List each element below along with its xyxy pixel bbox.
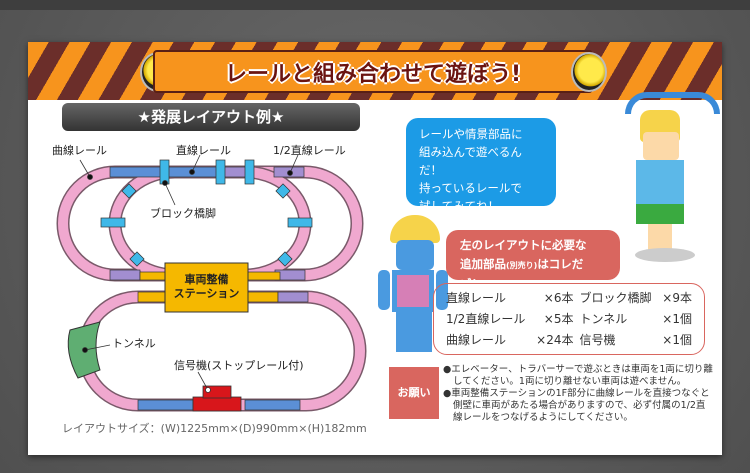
pier-icon [275, 183, 291, 199]
bubble-line: 組み込んで遊べるんだ！ [419, 145, 522, 177]
part-name: トンネル [579, 312, 628, 326]
part-name: ブロック橋脚 [579, 291, 652, 305]
block-piers [100, 159, 313, 267]
parts-list: 直線レール ×6本 ブロック橋脚 ×9本 1/2直線レール ×5本 トンネル ×1個 曲… [433, 283, 705, 355]
straight-rail [137, 399, 194, 411]
pier-icon [215, 159, 226, 185]
half-straight-rail [277, 291, 309, 303]
straight-rail [109, 166, 169, 178]
part-name: 1/2直線レール [446, 312, 526, 326]
bubble-text: 追加部品 [460, 257, 506, 271]
bubble-line: レールや情景部品に [419, 127, 523, 141]
pier-icon [129, 251, 145, 267]
station-block [164, 262, 249, 313]
layout-size: レイアウトサイズ：(W)1225mm×(D)990mm×(H)182mm [62, 422, 367, 435]
bubble-line: 試してみてね！ [419, 199, 500, 213]
signal-icon [192, 396, 242, 412]
label-block-pier: ブロック橋脚 [150, 207, 216, 220]
label-curve-rail: 曲線レール [52, 144, 107, 157]
part-name: 直線レール [446, 291, 507, 305]
held-rail-icon [625, 92, 720, 114]
part-qty: ×1個 [662, 333, 692, 347]
banner-title: レールと組み合わせて遊ぼう! [224, 61, 522, 87]
bubble-text: はコレだゾ！ [460, 257, 584, 291]
pier-icon [100, 217, 126, 228]
notice-item: ●エレベーター、トラバーサーで遊ぶときは車両を1両に切り離してください。1両に切… [443, 364, 713, 387]
top-bar [0, 0, 750, 10]
banner-title-bar: レールと組み合わせて遊ぼう! [153, 50, 593, 93]
station-label-line: 車両整備 [184, 273, 229, 286]
speech-bubble-blue: レールや情景部品に 組み込んで遊べるんだ！ 持っているレールで 試してみてね！ [406, 118, 556, 213]
station-label-line: ステーション [173, 287, 240, 300]
layout-subtitle: ★発展レイアウト例★ [62, 103, 360, 131]
bubble-line: 持っているレールで [419, 181, 522, 195]
part-qty: ×6本 [543, 291, 574, 305]
part-name: 信号機 [579, 333, 616, 347]
pier-icon [244, 159, 255, 185]
straight-rail [167, 166, 224, 178]
label-signal: 信号機(ストップレール付) [174, 359, 304, 372]
part-qty: ×5本 [543, 312, 574, 326]
bubble-line: 左のレイアウトに必要な [460, 238, 587, 252]
label-station: 車両整備 ステーション [165, 273, 248, 301]
bubble-line: 追加部品(別売り)はコレだゾ！ [460, 255, 606, 294]
notice-label: お願い [389, 367, 439, 419]
part-qty: ×24本 [536, 333, 574, 347]
label-half-straight-rail: 1/2直線レール [273, 144, 346, 157]
label-tunnel: トンネル [112, 337, 156, 350]
notice-list: ●エレベーター、トラバーサーで遊ぶときは車両を1両に切り離してください。1両に切… [443, 364, 713, 424]
part-qty: ×9本 [662, 291, 692, 305]
part-name: 曲線レール [446, 333, 507, 347]
pier-icon [277, 251, 293, 267]
pier-icon [287, 217, 313, 228]
straight-rail [244, 399, 301, 411]
notice-item: ●車両整備ステーションの1F部分に曲線レールを直接つなぐと側壁に車両があたる場合… [443, 388, 710, 423]
part-qty: ×1個 [662, 312, 692, 326]
bubble-text-small: (別売り) [506, 261, 538, 270]
label-straight-rail: 直線レール [176, 144, 231, 157]
speech-bubble-red: 左のレイアウトに必要な 追加部品(別売り)はコレだゾ！ [446, 230, 620, 291]
half-straight-rail [109, 269, 141, 281]
pier-icon [121, 183, 137, 199]
lamp-icon [571, 52, 607, 92]
